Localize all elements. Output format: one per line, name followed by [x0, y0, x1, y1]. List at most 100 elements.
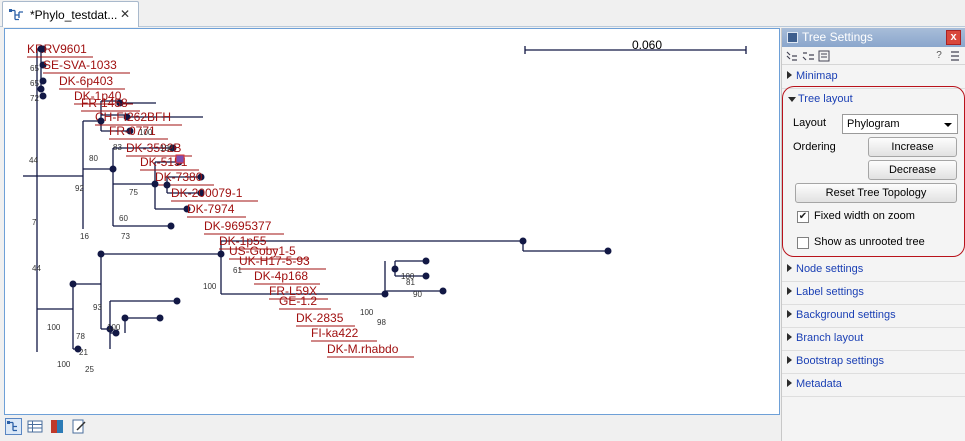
node-dot[interactable]: [422, 272, 430, 280]
node-dot[interactable]: [422, 257, 430, 265]
leaf-label: DK-M.rhabdo: [327, 342, 399, 356]
chevron-right-icon: [787, 356, 792, 364]
phylogram-svg[interactable]: KRRV9601SE-SVA-1033DK-6p403DK-1p40FR-145…: [5, 29, 779, 414]
leaf-label: SE-SVA-1033: [43, 58, 117, 72]
node-dot[interactable]: [439, 287, 447, 295]
bootstrap-label: 100: [57, 360, 71, 369]
node-dot[interactable]: [391, 265, 399, 273]
section-bootstrap-settings[interactable]: Bootstrap settings: [782, 351, 965, 374]
node-dot[interactable]: [112, 329, 120, 337]
decrease-button[interactable]: Decrease: [868, 160, 957, 180]
leaf-label: US-Goby1-5: [229, 244, 296, 258]
view-switcher-bar: [0, 415, 781, 441]
chevron-right-icon: [787, 287, 792, 295]
node-dot[interactable]: [37, 45, 45, 53]
node-dot[interactable]: [217, 250, 225, 258]
section-metadata[interactable]: Metadata: [782, 374, 965, 397]
fixed-width-checkbox[interactable]: ✔: [797, 211, 809, 223]
panel-menu-icon[interactable]: [948, 49, 962, 63]
section-background-settings[interactable]: Background settings: [782, 305, 965, 328]
node-dot[interactable]: [109, 165, 117, 173]
node-dot[interactable]: [604, 247, 612, 255]
table-view-icon[interactable]: [27, 418, 44, 435]
expand-all-icon[interactable]: [785, 49, 799, 63]
node-dot[interactable]: [39, 77, 47, 85]
history-book-icon[interactable]: [49, 418, 66, 435]
bootstrap-label: 75: [129, 188, 138, 197]
tab-close-icon[interactable]: ✕: [119, 7, 130, 21]
bootstrap-label: 80: [89, 154, 98, 163]
leaf-label: DK-2835: [296, 311, 344, 325]
unrooted-checkbox[interactable]: [797, 237, 809, 249]
node-dot[interactable]: [173, 297, 181, 305]
node-dot[interactable]: [37, 85, 45, 93]
chevron-down-icon: [788, 97, 796, 102]
tree-view-icon[interactable]: [5, 418, 22, 435]
node-dot[interactable]: [151, 180, 159, 188]
node-dot[interactable]: [169, 144, 177, 152]
leaf-label: DK-6p403: [59, 74, 113, 88]
section-label: Tree layout: [798, 93, 853, 105]
section-label: Node settings: [796, 263, 864, 275]
node-dot[interactable]: [519, 237, 527, 245]
section-label-settings[interactable]: Label settings: [782, 282, 965, 305]
tree-layout-header[interactable]: Tree layout: [783, 92, 965, 108]
node-dot[interactable]: [116, 99, 124, 107]
panel-title: Tree Settings: [802, 30, 873, 44]
panel-header: Tree Settings x: [782, 28, 965, 47]
node-dot[interactable]: [69, 280, 77, 288]
node-dot[interactable]: [39, 92, 47, 100]
node-dot[interactable]: [126, 127, 134, 135]
layout-select[interactable]: Phylogram: [842, 114, 958, 134]
increase-button[interactable]: Increase: [868, 137, 957, 157]
bootstrap-label: 65: [30, 79, 39, 88]
node-dot[interactable]: [74, 345, 82, 353]
section-minimap[interactable]: Minimap: [782, 66, 965, 89]
node-dot[interactable]: [97, 117, 105, 125]
bootstrap-label: 72: [30, 94, 39, 103]
layout-select-value: Phylogram: [847, 118, 900, 130]
bootstrap-label: 100: [203, 282, 217, 291]
section-branch-layout[interactable]: Branch layout: [782, 328, 965, 351]
node-dot[interactable]: [163, 181, 171, 189]
section-label: Background settings: [796, 309, 896, 321]
node-dot[interactable]: [121, 314, 129, 322]
section-label: Label settings: [796, 286, 864, 298]
bootstrap-label: 16: [80, 232, 89, 241]
reset-tree-topology-button[interactable]: Reset Tree Topology: [795, 183, 957, 203]
node-dot[interactable]: [183, 205, 191, 213]
editor-tab-bar: *Phylo_testdat... ✕: [0, 0, 965, 27]
node-dot[interactable]: [197, 173, 205, 181]
node-dot[interactable]: [39, 61, 47, 69]
leaf-label: DK-7974: [187, 202, 235, 216]
chevron-right-icon: [787, 333, 792, 341]
bootstrap-label: 100: [401, 272, 415, 281]
leaf-label: DK-7380: [155, 170, 203, 184]
node-dot[interactable]: [123, 113, 131, 121]
panel-icon: [787, 32, 798, 43]
node-dot[interactable]: [106, 325, 114, 333]
node-selected[interactable]: [175, 154, 185, 164]
bootstrap-label: 83: [113, 143, 122, 152]
bootstrap-label: 100: [360, 308, 374, 317]
section-label: Minimap: [796, 70, 838, 82]
node-dot[interactable]: [167, 222, 175, 230]
save-settings-icon[interactable]: [817, 49, 831, 63]
bootstrap-label: 60: [119, 214, 128, 223]
annotation-edit-icon[interactable]: [71, 418, 88, 435]
chevron-right-icon: [787, 379, 792, 387]
collapse-all-icon[interactable]: [801, 49, 815, 63]
node-dot[interactable]: [156, 314, 164, 322]
bootstrap-label: 61: [233, 266, 242, 275]
node-dot[interactable]: [97, 250, 105, 258]
chevron-right-icon: [787, 310, 792, 318]
node-dot[interactable]: [197, 189, 205, 197]
section-node-settings[interactable]: Node settings: [782, 259, 965, 282]
bootstrap-label: 100: [160, 144, 174, 153]
node-dot[interactable]: [381, 290, 389, 298]
scale-bar-label: 0.060: [632, 38, 663, 52]
help-icon[interactable]: ?: [936, 50, 942, 61]
panel-close-icon[interactable]: x: [946, 30, 961, 45]
editor-tab[interactable]: *Phylo_testdat... ✕: [2, 1, 139, 27]
